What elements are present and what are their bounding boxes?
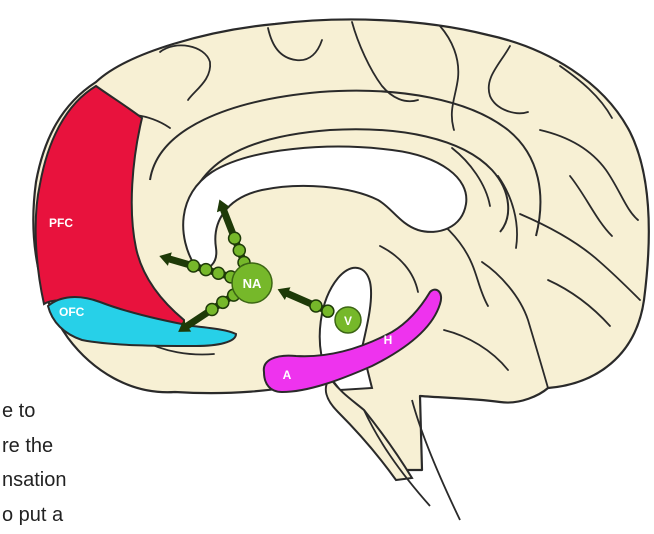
caption-line: re the — [2, 435, 53, 457]
caption-line: o put a — [2, 504, 64, 526]
caption-line: nsation — [2, 469, 67, 491]
dopamine-neuron-dot — [200, 264, 212, 276]
dopamine-neuron-dot — [212, 267, 224, 279]
h-label: H — [384, 333, 393, 347]
v-label: V — [344, 314, 352, 328]
dopamine-neuron-dot — [233, 244, 245, 256]
dopamine-neuron-dot — [187, 260, 199, 272]
pfc-label: PFC — [49, 216, 73, 230]
a-label: A — [283, 368, 292, 382]
caption-text: e to re the nsation o put a — [2, 400, 67, 526]
ofc-label: OFC — [59, 305, 85, 319]
dopamine-neuron-dot — [229, 232, 241, 244]
dopamine-neuron-dot — [322, 305, 334, 317]
dopamine-neuron-dot — [310, 300, 322, 312]
caption-line: e to — [2, 400, 35, 422]
dopamine-neuron-dot — [217, 296, 229, 308]
na-label: NA — [243, 276, 262, 291]
dopamine-neuron-dot — [206, 303, 218, 315]
